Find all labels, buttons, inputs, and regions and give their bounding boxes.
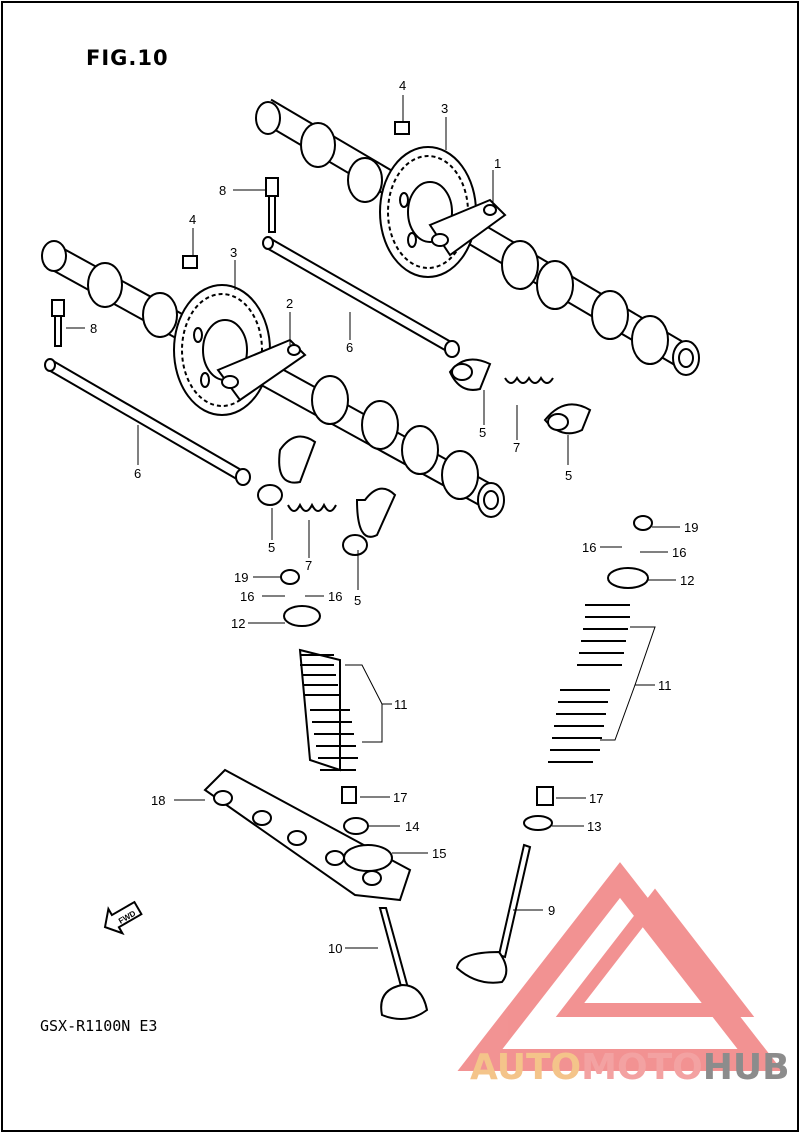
camshaft-exhaust [255, 98, 700, 376]
watermark-hub: HUB [702, 1047, 790, 1088]
callout-16-b: 16 [328, 589, 342, 604]
callout-1: 1 [494, 156, 501, 171]
callout-17-left: 17 [393, 790, 407, 805]
callout-10: 10 [328, 941, 342, 956]
cam-sprocket-lower [173, 284, 271, 416]
camshaft-intake [41, 240, 505, 518]
bolts [51, 121, 410, 347]
callout-4-lower: 4 [189, 212, 196, 227]
model-code: GSX-R1100N E3 [40, 1017, 158, 1035]
rocker-arms-upper [448, 358, 592, 435]
callout-18: 18 [151, 793, 165, 808]
callout-3-lower: 3 [230, 245, 237, 260]
callout-7-lower: 7 [305, 558, 312, 573]
callout-8-lower: 8 [90, 321, 97, 336]
watermark-brand-text: AUTOMOTOHUB [470, 1047, 790, 1088]
callout-8-upper: 8 [219, 183, 226, 198]
callout-numbers: 1 2 3 3 4 4 5 5 5 5 6 6 7 7 8 8 9 10 11 … [90, 78, 698, 956]
callout-2: 2 [286, 296, 293, 311]
rocker-arms-lower [257, 435, 397, 556]
callout-9: 9 [548, 903, 555, 918]
callout-11-right: 11 [658, 678, 672, 693]
callout-5-b: 5 [565, 468, 572, 483]
valve-train-left [203, 569, 412, 902]
callout-16-a: 16 [240, 589, 254, 604]
watermark-auto: AUTO [470, 1047, 582, 1088]
callout-3-upper: 3 [441, 101, 448, 116]
callout-14: 14 [405, 819, 419, 834]
callout-7-upper: 7 [513, 440, 520, 455]
callout-15: 15 [432, 846, 446, 861]
callout-13: 13 [587, 819, 601, 834]
watermark-logo-mark [457, 862, 783, 1071]
callout-16-c: 16 [582, 540, 596, 555]
callout-16-d: 16 [672, 545, 686, 560]
rocker-spring-upper [504, 376, 554, 384]
cam-hub-bracket-lower [216, 338, 307, 402]
rocker-shaft-upper [262, 236, 460, 358]
callout-6-upper: 6 [346, 340, 353, 355]
valve-train-right [523, 515, 653, 831]
cam-hub-bracket-upper [428, 198, 507, 257]
rocker-spring-lower [287, 502, 337, 512]
callout-5-c: 5 [268, 540, 275, 555]
callout-5-a: 5 [479, 425, 486, 440]
callout-17-right: 17 [589, 791, 603, 806]
callout-12-right: 12 [680, 573, 694, 588]
exhaust-valve [455, 843, 532, 984]
callout-4-upper: 4 [399, 78, 406, 93]
fwd-arrow-icon: FWD [103, 900, 143, 936]
leader-lines [66, 95, 680, 949]
callout-11-left: 11 [394, 697, 408, 712]
watermark-moto: MOTO [581, 1047, 703, 1088]
callout-6-lower: 6 [134, 466, 141, 481]
callout-19-left: 19 [234, 570, 248, 585]
rocker-shaft-lower [44, 358, 251, 486]
callout-5-d: 5 [354, 593, 361, 608]
callout-19-right: 19 [684, 520, 698, 535]
intake-valve [378, 907, 429, 1020]
figure-title: FIG.10 [86, 46, 169, 70]
callout-12-left: 12 [231, 616, 245, 631]
